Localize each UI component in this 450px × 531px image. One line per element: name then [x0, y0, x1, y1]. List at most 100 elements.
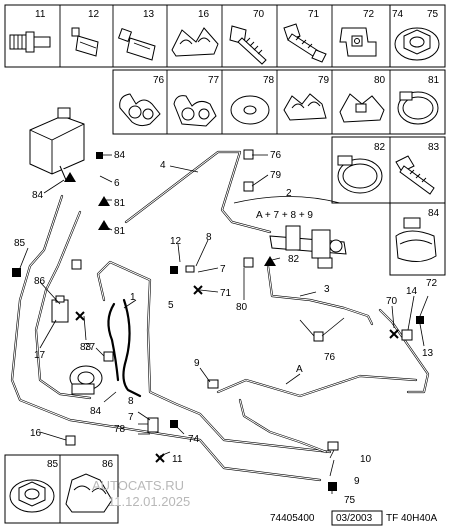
- clip-10: [327, 441, 339, 451]
- callout-83: 83: [80, 342, 92, 353]
- grid-label-78: 78: [263, 75, 275, 86]
- clip-icon-80: [339, 93, 385, 123]
- callout-82: 82: [288, 254, 300, 265]
- callout-11: 11: [172, 454, 183, 465]
- bracket-clip-icon: [339, 27, 377, 57]
- clip-icon-86: [65, 473, 113, 513]
- callout-16: 16: [30, 428, 42, 439]
- grid-label-81: 81: [428, 75, 440, 86]
- parts-grid-row2: 76 77 78 79 80 81: [112, 69, 446, 135]
- grid-label-86: 86: [102, 459, 114, 470]
- callout-7a: 7: [220, 264, 226, 275]
- clip-5: [185, 265, 195, 273]
- callout-70: 70: [386, 296, 398, 307]
- watermark-line2: 11.12.01.2025: [108, 494, 190, 509]
- callout-2: 2: [286, 188, 292, 199]
- callout-76a: 76: [270, 150, 282, 161]
- callout-9a: 9: [194, 358, 200, 369]
- grid-label-70: 70: [253, 9, 265, 20]
- leader-lines: [19, 154, 429, 494]
- flange-nut-icon-74: [394, 27, 440, 61]
- grid-label-72: 72: [363, 9, 375, 20]
- callout-4: 4: [160, 160, 166, 171]
- fluid-reservoir: [29, 107, 85, 181]
- callout-1: 1: [130, 292, 136, 303]
- callout-71: 71: [220, 288, 232, 299]
- callout-13: 13: [422, 348, 434, 359]
- watermark: AUTOCATS.RU 11.12.01.2025: [92, 478, 190, 509]
- union-fitting-icon: [9, 31, 51, 53]
- spacer-stud-icon: [71, 27, 99, 57]
- double-clip-icon-77: [173, 95, 217, 127]
- grid-label-12: 12: [88, 9, 100, 20]
- footer-code: TF 40H40A: [386, 513, 437, 524]
- hex-bolt-icon-83: [395, 155, 435, 195]
- callout-77: 77: [84, 342, 96, 353]
- callout-78: 78: [114, 424, 126, 435]
- callout-85: 85: [14, 238, 26, 249]
- callout-81a: 81: [114, 198, 126, 209]
- grid-label-76: 76: [153, 75, 165, 86]
- callout-5: 5: [168, 300, 174, 311]
- clip-icon-79: [283, 93, 327, 121]
- callout-80: 80: [236, 302, 248, 313]
- callout-labels: 84 6 84 81 81 4 76 79 2 A + 7 + 8 + 9 85…: [14, 150, 438, 506]
- callout-84b: 84: [32, 190, 44, 201]
- grid-row1-frame: [4, 4, 391, 68]
- grid-label-79: 79: [318, 75, 330, 86]
- bolt-icon-70: [229, 25, 267, 65]
- watermark-line1: AUTOCATS.RU: [92, 478, 184, 493]
- callout-75: 75: [344, 495, 356, 506]
- pipe-network: [10, 150, 430, 482]
- grid-label-83: 83: [428, 142, 440, 153]
- grid-label-80: 80: [374, 75, 386, 86]
- callout-7b: 7: [128, 412, 134, 423]
- callout-74: 74: [188, 434, 200, 445]
- legend-markers: [12, 149, 424, 491]
- parts-grid-bottom: 85 86: [4, 454, 119, 524]
- callout-79: 79: [270, 170, 282, 181]
- clip-14: [401, 329, 413, 341]
- bushing-icon: [117, 27, 156, 61]
- callout-17: 17: [34, 350, 46, 361]
- callout-86: 86: [34, 276, 46, 287]
- grid-label-77: 77: [208, 75, 220, 86]
- grid-label-13: 13: [143, 9, 155, 20]
- grid-label-85: 85: [47, 459, 59, 470]
- footer-ref: 74405400: [270, 513, 315, 524]
- footer: 74405400 03/2003 TF 40H40A: [270, 510, 437, 526]
- power-steering-pump: [69, 365, 103, 395]
- hose-clamp-icon-81: [397, 91, 439, 125]
- grid-label-16: 16: [198, 9, 210, 20]
- steering-rack: [269, 225, 347, 269]
- footer-date: 03/2003: [336, 513, 373, 524]
- clip-9: [207, 379, 219, 389]
- grid-label-84: 84: [428, 208, 440, 219]
- parts-grid-row1: 11 12 13 16 70 71 72 74 75: [4, 4, 446, 68]
- formula-label: A + 7 + 8 + 9: [256, 210, 313, 221]
- callout-72: 72: [426, 278, 438, 289]
- callout-8a: 8: [206, 232, 212, 243]
- pipe-clip-icon: [171, 27, 219, 57]
- callout-84a: 84: [114, 150, 126, 161]
- flange-nut-icon-85: [9, 479, 55, 513]
- callout-76b: 76: [324, 352, 336, 363]
- fitting-8: [147, 417, 159, 433]
- callout-6: 6: [114, 178, 120, 189]
- grid-label-75: 75: [427, 9, 439, 20]
- callout-14: 14: [406, 286, 418, 297]
- bracket-17: [51, 295, 69, 323]
- callout-12: 12: [170, 236, 182, 247]
- grid-label-82: 82: [374, 142, 386, 153]
- grid-label-11: 11: [35, 9, 46, 20]
- callout-84c: 84: [90, 406, 102, 417]
- callout-10: 10: [360, 454, 372, 465]
- band-clamp-icon-84: [395, 217, 437, 262]
- callout-3: 3: [324, 284, 330, 295]
- grid-label-71: 71: [308, 9, 320, 20]
- callout-81b: 81: [114, 226, 126, 237]
- callout-9b: 9: [354, 476, 360, 487]
- parts-grid-right: 82 83 84: [331, 136, 446, 276]
